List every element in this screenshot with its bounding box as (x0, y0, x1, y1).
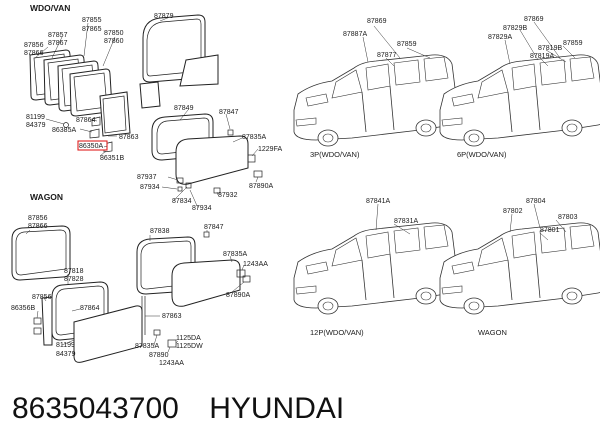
callout: 87869 (524, 16, 544, 23)
callout: 81199 (26, 114, 45, 121)
caption-12p: 12P(WDO/VAN) (310, 328, 364, 337)
callout: 87867 (48, 40, 68, 47)
section-wagon: WAGON (11, 192, 268, 367)
callout: 87828 (64, 276, 84, 283)
callout: 1243AA (243, 261, 268, 268)
section-title-wagon: WAGON (30, 192, 63, 202)
callout: 87847 (204, 224, 224, 231)
callout: 87818 (64, 268, 84, 275)
callout: 87838 (150, 228, 170, 235)
callout-highlighted: 86350A (79, 143, 103, 150)
callout: 87835A (242, 134, 266, 141)
callout: 87869 (367, 18, 387, 25)
callout: 87890A (249, 183, 273, 190)
van-wagon: 87802 87804 87803 87801 WAGON (439, 198, 600, 337)
callout: 87819A (530, 53, 554, 60)
callout: 1125DW (176, 343, 203, 350)
callout: 87841A (366, 198, 390, 205)
callout: 87890A (226, 292, 250, 299)
callout: 87859 (397, 41, 417, 48)
callout: 87835A (223, 251, 247, 258)
callouts-bottom: 87856 87866 87818 87828 87856 86356B 878… (11, 215, 268, 367)
callout: 87863 (162, 313, 182, 320)
callout: 87937 (137, 174, 157, 181)
callout: 87801 (540, 227, 560, 234)
callout: 87879 (154, 13, 174, 20)
callout: 87866 (28, 223, 48, 230)
leader-lines-bottom (25, 229, 245, 353)
callout: 87804 (526, 198, 546, 205)
footer: 8635043700 HYUNDAI (12, 392, 344, 426)
section-wdo-van: WDO/VAN (24, 3, 282, 212)
callout: 87849 (174, 105, 194, 112)
callout: 87835A (135, 343, 159, 350)
callout: 84379 (26, 122, 46, 129)
callout: 87819B (538, 45, 562, 52)
callout: 86356B (11, 305, 35, 312)
callout: 1229FA (258, 146, 282, 153)
callout: 87856 (28, 215, 48, 222)
callout: 87829A (488, 34, 512, 41)
callout: 87864 (80, 305, 100, 312)
callout: 87887A (343, 31, 367, 38)
callout: 87847 (219, 109, 239, 116)
callout: 86351B (100, 155, 124, 162)
van-6p: 87829A 87829B 87869 87859 87819B 87819A … (439, 16, 600, 159)
callout: 87856 (32, 294, 52, 301)
callouts-top: 87855 87865 87857 87867 87850 87860 8785… (24, 13, 282, 212)
callout: 87877 (377, 52, 397, 59)
callout: 81199 (56, 342, 75, 349)
callout: 87932 (218, 192, 238, 199)
callout: 87855 (82, 17, 102, 24)
callout: 87859 (563, 40, 583, 47)
callout: 84379 (56, 351, 76, 358)
highlighted-part-box (77, 140, 108, 151)
part-number: 8635043700 (12, 392, 179, 425)
callout: 87829B (503, 25, 527, 32)
callout: 87866 (24, 50, 44, 57)
callout: 87890 (149, 352, 169, 359)
callout: 86385A (52, 127, 76, 134)
callout: 87934 (192, 205, 212, 212)
callout: 87803 (558, 214, 578, 221)
caption-3p: 3P(WDO/VAN) (310, 150, 360, 159)
callout: 87860 (104, 38, 124, 45)
callout: 87863 (119, 134, 139, 141)
callout: 87834 (172, 198, 192, 205)
caption-wagon: WAGON (478, 328, 507, 337)
brand-name: HYUNDAI (209, 392, 345, 425)
caption-6p: 6P(WDO/VAN) (457, 150, 507, 159)
callout: 87934 (140, 184, 160, 191)
callout: 1243AA (159, 360, 184, 367)
callout: 87850 (104, 30, 124, 37)
section-title-wdo-van: WDO/VAN (30, 3, 70, 13)
callout: 87802 (503, 208, 523, 215)
callout: 87857 (48, 32, 68, 39)
van-12p: 87841A 87831A 12P(WDO/VAN) (293, 198, 459, 337)
van-3p: 87887A 87869 87859 87877 3P(WDO/VAN) (293, 18, 459, 159)
callout: 87865 (82, 26, 102, 33)
quarter-glass-stack (29, 49, 113, 117)
callout: 87856 (24, 42, 44, 49)
callout: 1125DA (176, 335, 201, 342)
callout: 87831A (394, 218, 418, 225)
callout: 87864 (76, 117, 96, 124)
leader-lines-top (34, 16, 259, 209)
